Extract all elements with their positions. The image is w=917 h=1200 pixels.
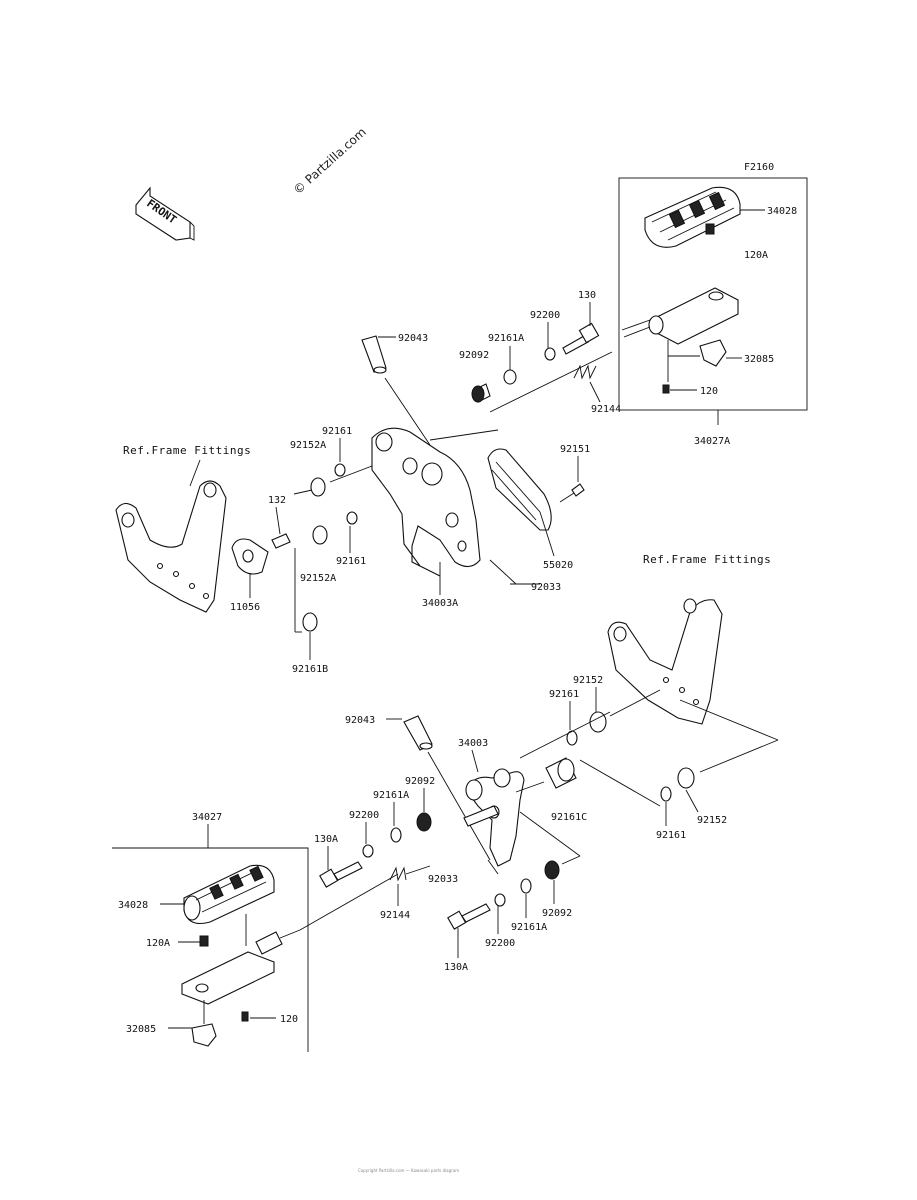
label-92161-mid: 92161 [336,556,366,567]
label-120-bot: 120 [280,1014,298,1025]
collar-92161b-icon [302,612,318,632]
collar-92161c-icon [545,757,577,789]
footpeg-body-bottom-icon [181,929,301,1005]
label-32085-top: 32085 [744,354,774,365]
label-120a-bot: 120A [146,938,170,949]
label-92152a-top: 92152A [290,440,326,451]
bolt-130a-low-icon [447,903,491,930]
label-130-top: 130 [578,290,596,301]
bolt-120a-bottom-icon [199,935,209,947]
stopper-icon [699,339,727,367]
pivot-11056-icon [231,538,269,575]
bracket-34003a-icon [371,427,481,577]
label-92033-top: 92033 [531,582,561,593]
label-55020: 55020 [543,560,573,571]
label-92152-r: 92152 [697,815,727,826]
label-92161-r: 92161 [656,830,686,841]
footpeg-box-top: F2160 [618,162,808,425]
label-120-top: 120 [700,386,718,397]
label-34028-top: 34028 [767,206,797,217]
label-120a-top: 120A [744,250,768,261]
bolt-130a-bot-icon [319,861,363,888]
washer-92161-top-icon [334,463,346,477]
heel-guard-55020-icon [487,448,552,531]
label-92092-top: 92092 [459,350,489,361]
label-92144-bot: 92144 [380,910,410,921]
washer-92161-mid-icon [346,511,358,525]
label-92144-top: 92144 [591,404,621,415]
bolt-120-bottom-icon [241,1011,249,1022]
label-11056: 11056 [230,602,260,613]
bracket-34003-icon [463,768,525,867]
ref-frame-fittings-left: Ref.Frame Fittings [123,444,251,457]
label-92043-bot: 92043 [345,715,375,726]
spring-92144-top-icon [573,364,597,380]
collar-92092-bottom-icon [416,812,432,832]
footpeg-rubber-icon [644,186,741,248]
label-132: 132 [268,495,286,506]
washer-92200-icon [544,347,556,361]
label-92161-top: 92161 [322,426,352,437]
washer-92161-right2-icon [660,786,672,802]
ref-frame-fittings-right: Ref.Frame Fittings [643,553,771,566]
bolt-130-icon [562,322,600,355]
stopper-bottom-icon [191,1023,217,1047]
label-92152a-mid: 92152A [300,573,336,584]
bolt-132-icon [271,533,291,549]
label-34027: 34027 [192,812,222,823]
label-92161a-bot: 92161A [373,790,409,801]
washer-92200-bot-icon [362,844,374,858]
label-92161c: 92161C [551,812,587,823]
front-arrow-icon: FRONT [135,186,195,241]
label-92161a-top: 92161A [488,333,524,344]
washer-92161a-bot-icon [390,827,402,843]
label-92161-br: 92161 [549,689,579,700]
label-92200-low: 92200 [485,938,515,949]
label-34003: 34003 [458,738,488,749]
label-92200-top: 92200 [530,310,560,321]
footer-text: Copyright Partzilla.com — Kawasaki parts… [358,1168,459,1173]
pin-92043-top-icon [361,335,387,374]
label-92092-bot: 92092 [405,776,435,787]
label-92152-br: 92152 [573,675,603,686]
footpeg-body-icon [621,287,739,345]
frame-bracket-right-icon [607,598,723,725]
pin-92043-bottom-icon [403,715,433,751]
footpeg-box-bottom: 34027 [112,812,309,1052]
collar-mid-icon [312,525,328,545]
spring-92144-bottom-icon [389,866,407,882]
label-34027a: 34027A [694,436,730,447]
washer-92161a-low-icon [520,878,532,894]
box-code: F2160 [744,162,774,173]
label-92092-low: 92092 [542,908,572,919]
washer-92161a-icon [503,369,517,385]
collar-92092-low-icon [544,860,560,880]
label-92043-top: 92043 [398,333,428,344]
footpeg-rubber-bottom-icon [183,864,275,925]
label-34028-bot: 34028 [118,900,148,911]
frame-bracket-left-icon [115,480,227,613]
label-92161a-low: 92161A [511,922,547,933]
label-130a-bot: 130A [314,834,338,845]
collar-92092-top-icon [471,383,491,403]
label-92033-bot: 92033 [428,874,458,885]
watermark: © Partzilla.com [291,125,369,197]
label-92200-bot: 92200 [349,810,379,821]
washer-92200-low-icon [494,893,506,907]
collar-92152a-icon [310,477,326,497]
label-92151: 92151 [560,444,590,455]
label-92161b: 92161B [292,664,328,675]
label-32085-bot: 32085 [126,1024,156,1035]
collar-92152-right-icon [677,767,695,789]
bolt-92151-icon [559,483,585,503]
label-130a-low: 130A [444,962,468,973]
label-34003a: 34003A [422,598,458,609]
